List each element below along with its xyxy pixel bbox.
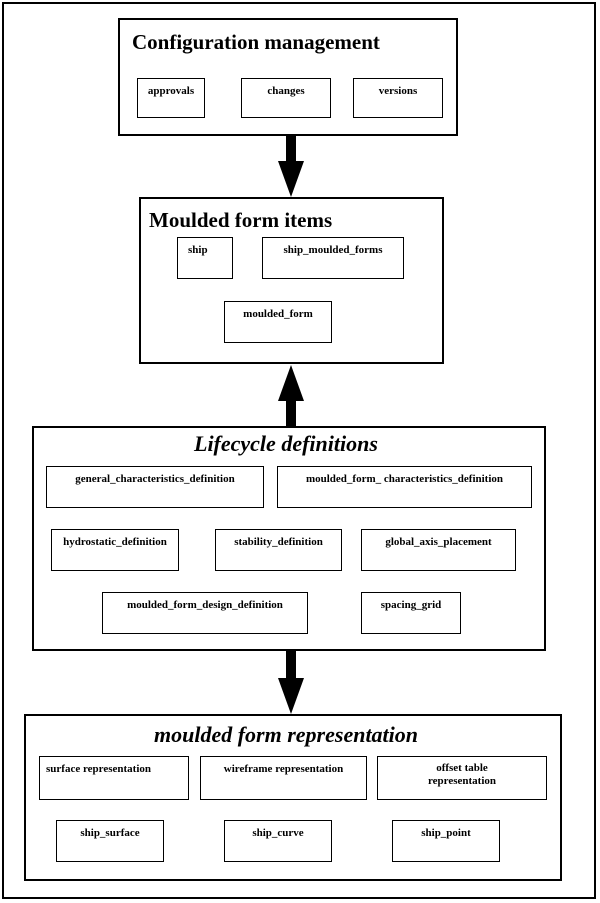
versions-box: versions	[353, 78, 443, 118]
ship-surface-box: ship_surface	[56, 820, 164, 862]
ship-curve-box: ship_curve	[224, 820, 332, 862]
general-characteristics-definition-box: general_characteristics_definition	[46, 466, 264, 508]
moulded-form-items-title: Moulded form items	[149, 208, 333, 232]
changes-box: changes	[241, 78, 331, 118]
moulded-form-design-definition-box: moulded_form_design_definition	[102, 592, 308, 634]
offset-table-label-line2: representation	[427, 775, 497, 787]
spacing-grid-box: spacing_grid	[361, 592, 461, 634]
arrow-config-to-moulded	[278, 135, 304, 197]
arrow-lifecycle-to-representation	[278, 650, 304, 714]
surface-representation-box: surface representation	[39, 756, 189, 800]
configuration-management-title: Configuration management	[132, 30, 380, 54]
moulded-form-representation-group: moulded form representation surface repr…	[24, 714, 562, 881]
lifecycle-definitions-title: Lifecycle definitions	[194, 431, 378, 456]
ship-moulded-forms-box: ship_moulded_forms	[262, 237, 404, 279]
hydrostatic-definition-box: hydrostatic_definition	[51, 529, 179, 571]
offset-table-representation-box: offset table representation	[377, 756, 547, 800]
global-axis-placement-box: global_axis_placement	[361, 529, 516, 571]
ship-point-box: ship_point	[392, 820, 500, 862]
moulded-form-characteristics-definition-box: moulded_form_ characteristics_definition	[277, 466, 532, 508]
moulded-form-items-group: Moulded form items ship ship_moulded_for…	[139, 197, 444, 364]
stability-definition-box: stability_definition	[215, 529, 342, 571]
ship-box: ship	[177, 237, 233, 279]
approvals-box: approvals	[137, 78, 205, 118]
arrow-lifecycle-to-moulded	[278, 365, 304, 427]
offset-table-label-line1: offset table	[436, 762, 488, 774]
moulded-form-representation-title: moulded form representation	[154, 722, 419, 747]
moulded-form-box: moulded_form	[224, 301, 332, 343]
wireframe-representation-box: wireframe representation	[200, 756, 367, 800]
configuration-management-group: Configuration management approvals chang…	[118, 18, 458, 136]
lifecycle-definitions-group: Lifecycle definitions general_characteri…	[32, 426, 546, 651]
